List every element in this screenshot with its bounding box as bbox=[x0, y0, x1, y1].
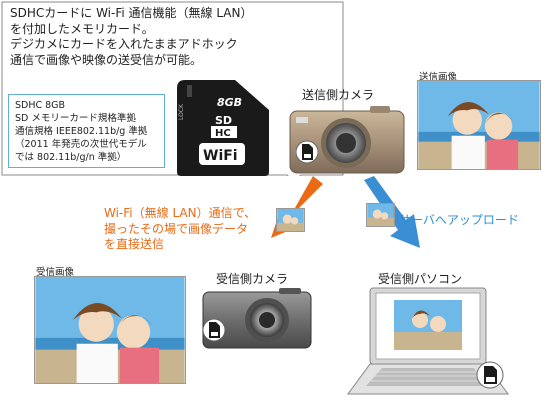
received-image-label: 受信画像 bbox=[36, 267, 75, 278]
caption-line: 撮ったその場で画像データ bbox=[104, 221, 249, 236]
sent-image-label: 送信画像 bbox=[419, 72, 458, 83]
intro-text: SDHCカードに Wi-Fi 通信機能（無線 LAN） を付加したメモリカード。… bbox=[10, 6, 270, 68]
spec-line: （2011 年発売の次世代モデル bbox=[15, 139, 147, 150]
wifi-logo: WiFi bbox=[203, 148, 238, 164]
caption-line: Wi-Fi（無線 LAN）通信で、 bbox=[104, 206, 257, 220]
intro-line: デジカメにカードを入れたままアドホック bbox=[10, 37, 238, 51]
sender-camera bbox=[289, 106, 405, 174]
sd-logo: SD bbox=[215, 114, 232, 127]
blue-transfer-thumbnail bbox=[366, 203, 395, 227]
received-photo bbox=[34, 276, 186, 384]
spec-line: では 802.11b/g/n 準拠） bbox=[15, 152, 127, 163]
spec-box: SDHC 8GB SD メモリーカード規格準拠 通信規格 IEEE802.11b… bbox=[8, 94, 165, 168]
intro-line: を付加したメモリカード。 bbox=[10, 21, 154, 36]
upload-caption: サーバへアップロード bbox=[399, 213, 519, 227]
sender-camera-label: 送信側カメラ bbox=[302, 88, 375, 102]
sent-photo bbox=[417, 80, 541, 170]
hc-logo: HC bbox=[215, 128, 231, 139]
wifi-direct-caption: Wi-Fi（無線 LAN）通信で、 撮ったその場で画像データ を直接送信 bbox=[104, 206, 256, 253]
spec-line: 通信規格 IEEE802.11b/g 準拠 bbox=[15, 126, 148, 137]
orange-transfer-thumbnail bbox=[276, 208, 305, 232]
spec-line: SD メモリーカード規格準拠 bbox=[15, 113, 136, 124]
receiver-pc-label: 受信側パソコン bbox=[378, 272, 463, 286]
laptop-illustration bbox=[347, 287, 509, 395]
lock-label: LOCK bbox=[178, 103, 185, 120]
receiver-camera-label: 受信側カメラ bbox=[216, 272, 289, 286]
sd-card-illustration: LOCK 8GB SD HC WiFi bbox=[177, 80, 269, 176]
receiver-camera bbox=[202, 288, 312, 349]
caption-line: を直接送信 bbox=[104, 237, 165, 251]
sd-card-mini-icon bbox=[476, 361, 504, 389]
intro-line: SDHCカードに Wi-Fi 通信機能（無線 LAN） bbox=[10, 6, 253, 20]
sd-card-mini-icon bbox=[203, 318, 225, 342]
spec-line: SDHC 8GB bbox=[15, 100, 66, 111]
sd-card-mini-icon bbox=[296, 140, 318, 164]
capacity-label: 8GB bbox=[217, 96, 242, 109]
intro-line: 通信で画像や映像の送受信が可能。 bbox=[10, 52, 203, 67]
